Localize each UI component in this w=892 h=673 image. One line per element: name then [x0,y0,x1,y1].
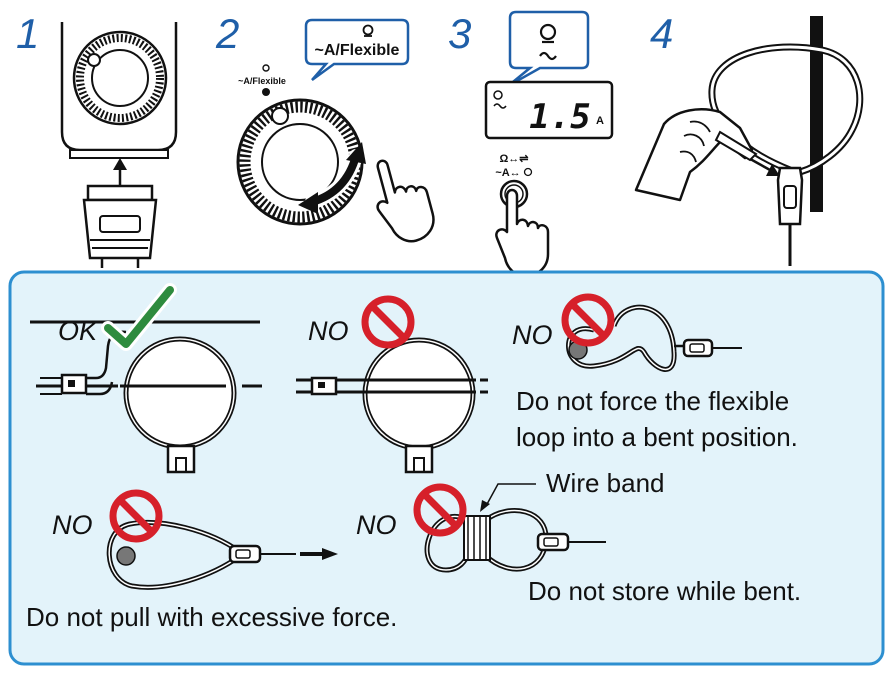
no-example-pull: NO Do not pull with excessive force. [26,489,397,632]
no-example-stored-bent: NO Wire band Do not store while bent. [356,468,801,606]
step-number-2: 2 [215,10,239,57]
bubble-range-label: ~A/Flexible [315,42,400,59]
no-example-conductor-edge: NO [296,295,488,474]
no-label: NO [356,510,397,540]
step2-dial-illustration: ~A/Flexible ~A/Flexible [236,18,440,250]
step1-meter-illustration [60,22,178,268]
dial-range-label: ~A/Flexible [238,76,286,86]
no-example-bent-loop: NO Do not force the flexible loop into a… [512,293,798,452]
no-label: NO [308,316,349,346]
caption-store: Do not store while bent. [528,576,801,606]
flexible-sensor-icon [523,167,533,177]
step-number-1: 1 [16,10,39,57]
wire-band-label: Wire band [546,468,665,498]
no-label: NO [512,320,553,350]
step-number-3: 3 [448,10,471,57]
flexible-sensor-icon [362,24,374,37]
button-label-bottom: ~A↔ [495,167,520,179]
lcd-value: 1.5 [529,97,590,137]
lcd-unit: A [596,115,604,127]
check-icon [104,286,174,348]
dial-position-dot [262,88,270,96]
prohibited-icon [109,489,163,543]
caption-bent-line1: Do not force the flexible [516,386,789,416]
step-number-4: 4 [650,10,673,57]
pointing-hand-icon [364,150,440,250]
flexible-loop [708,43,864,176]
caption-pull: Do not pull with excessive force. [26,602,397,632]
flexible-sensor-icon [539,23,557,61]
lcd-display [484,80,614,140]
rotary-dial-icon [72,30,168,126]
prohibited-icon [361,295,415,349]
rotate-arrow-icon [308,152,360,206]
prohibited-icon [413,483,467,537]
caption-bent-line2: loop into a bent position. [516,422,798,452]
no-label: NO [52,510,93,540]
flexible-sensor-icon [493,90,507,109]
ok-example: OK [30,283,262,474]
connector-plug-icon [82,184,158,268]
gloved-hand-icon [634,108,758,202]
step4-clamp-illustration [634,16,864,266]
button-label-top: Ω↔⇌ [499,153,528,165]
label-bubble [507,10,590,88]
prohibited-icon [561,293,615,347]
step3-display-illustration: 1.5 A Ω↔⇌ ~A↔ [484,10,614,278]
label-bubble: ~A/Flexible [304,18,410,82]
flexible-sensor-icon [262,64,270,72]
